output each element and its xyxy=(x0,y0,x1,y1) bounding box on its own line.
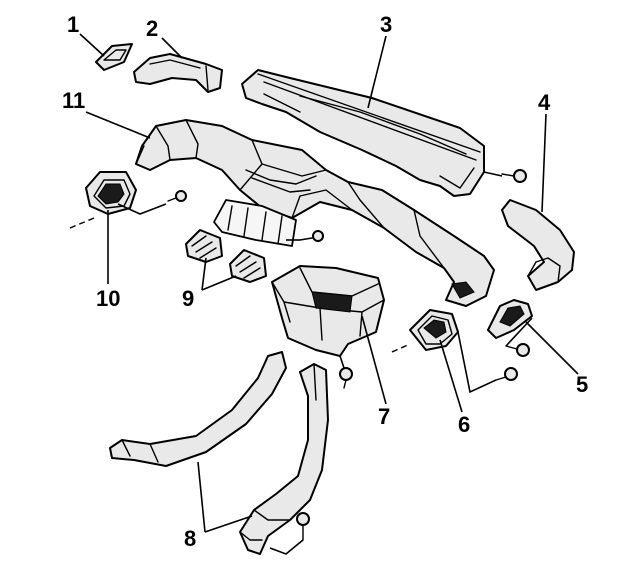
callout-3: 3 xyxy=(380,12,392,37)
callout-2: 2 xyxy=(146,16,158,41)
screw-part-3 xyxy=(501,169,527,183)
part-10-left-vent xyxy=(85,171,137,215)
part-9-vent-louvers xyxy=(185,229,267,283)
part-11-main-duct xyxy=(135,119,495,307)
callout-9: 9 xyxy=(182,286,194,311)
part-5-right-vent xyxy=(487,299,533,339)
screw-part-6 xyxy=(495,367,518,381)
screw-part-7 xyxy=(339,367,353,389)
part-7-floor-duct-adapter xyxy=(271,265,385,357)
callout-11: 11 xyxy=(62,88,85,113)
callout-4: 4 xyxy=(538,90,551,115)
callout-10: 10 xyxy=(96,286,120,311)
callout-labels: 1 2 3 4 5 6 7 8 9 10 11 xyxy=(62,12,588,551)
alignment-lines xyxy=(69,171,533,555)
part-2-side-duct xyxy=(133,53,223,93)
callout-leaders xyxy=(79,33,579,533)
part-1-vent-bezel xyxy=(95,43,133,71)
part-3-defroster-duct xyxy=(241,69,485,197)
screw-part-5 xyxy=(505,343,530,357)
screw-part-10 xyxy=(167,190,187,202)
screw-center-vent xyxy=(299,230,324,242)
callout-6: 6 xyxy=(458,412,470,437)
part-6-center-vent xyxy=(409,309,459,351)
screw-part-8 xyxy=(296,512,310,541)
callout-8: 8 xyxy=(184,526,196,551)
callout-1: 1 xyxy=(67,12,79,37)
part-8-floor-ducts xyxy=(109,351,329,555)
callout-7: 7 xyxy=(378,404,390,429)
fastener-screws xyxy=(167,169,530,541)
part-4-right-side-duct xyxy=(501,199,575,291)
callout-5: 5 xyxy=(576,372,588,397)
center-vent-grille xyxy=(213,199,297,247)
